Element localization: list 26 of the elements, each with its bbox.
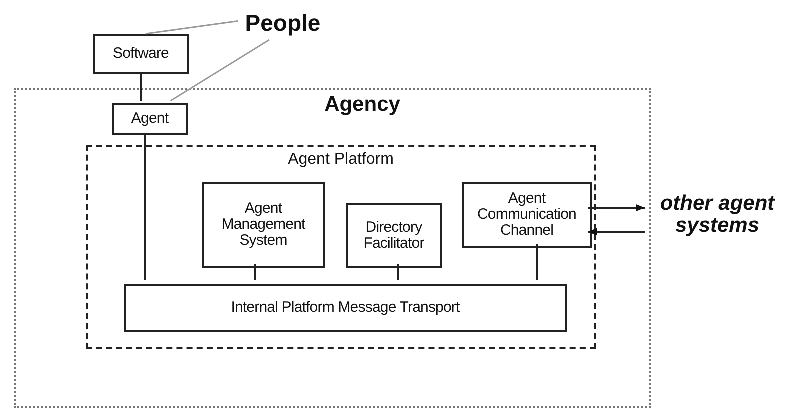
component-box: [202, 182, 325, 268]
component-box: [93, 34, 189, 74]
platform-boundary: [86, 145, 596, 349]
connector-line: [397, 264, 399, 280]
callout-text: People: [245, 10, 321, 36]
boundary-title: Agency: [324, 94, 400, 116]
agency-boundary: [14, 88, 651, 408]
box-label: Agent Communication Channel: [476, 191, 578, 239]
box-label: Agent Management System: [220, 201, 306, 249]
box-label: Software: [113, 46, 169, 62]
connector-line: [140, 74, 142, 101]
external-systems-text: other agent systems: [659, 192, 776, 238]
leader-line: [146, 20, 238, 35]
connector-line: [536, 244, 538, 280]
box-label: Internal Platform Message Transport: [231, 300, 460, 316]
component-box: [124, 284, 567, 332]
arrow: [588, 204, 645, 212]
box-label: Directory Facilitator: [362, 220, 426, 252]
box-label: Agent: [131, 111, 169, 127]
component-box: [346, 203, 442, 268]
boundary-title: Agent Platform: [288, 152, 394, 169]
arrow: [588, 228, 645, 236]
connector-line: [254, 264, 256, 280]
component-box: [112, 103, 188, 135]
connector-line: [144, 133, 146, 280]
component-box: [462, 182, 592, 248]
